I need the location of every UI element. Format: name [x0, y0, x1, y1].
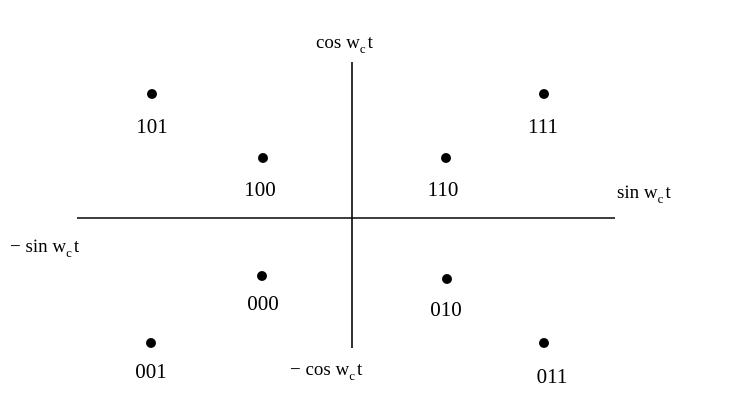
point-dot — [258, 153, 268, 163]
point-dot — [257, 271, 267, 281]
point-dot — [442, 274, 452, 284]
point-label: 110 — [428, 177, 459, 201]
constellation-point-101: 101 — [136, 89, 168, 138]
point-dot — [441, 153, 451, 163]
point-label: 101 — [136, 114, 168, 138]
constellation-point-100: 100 — [244, 153, 276, 201]
constellation-point-001: 001 — [135, 338, 167, 383]
constellation-point-000: 000 — [247, 271, 279, 315]
point-label: 100 — [244, 177, 276, 201]
point-dot — [147, 89, 157, 99]
constellation-point-111: 111 — [528, 89, 558, 138]
constellation-point-110: 110 — [428, 153, 459, 201]
point-dot — [146, 338, 156, 348]
point-dot — [539, 89, 549, 99]
point-label: 011 — [537, 364, 568, 388]
point-label: 111 — [528, 114, 558, 138]
constellation-point-010: 010 — [430, 274, 462, 321]
point-dot — [539, 338, 549, 348]
constellation-point-011: 011 — [537, 338, 568, 388]
point-label: 001 — [135, 359, 167, 383]
point-label: 000 — [247, 291, 279, 315]
point-label: 010 — [430, 297, 462, 321]
